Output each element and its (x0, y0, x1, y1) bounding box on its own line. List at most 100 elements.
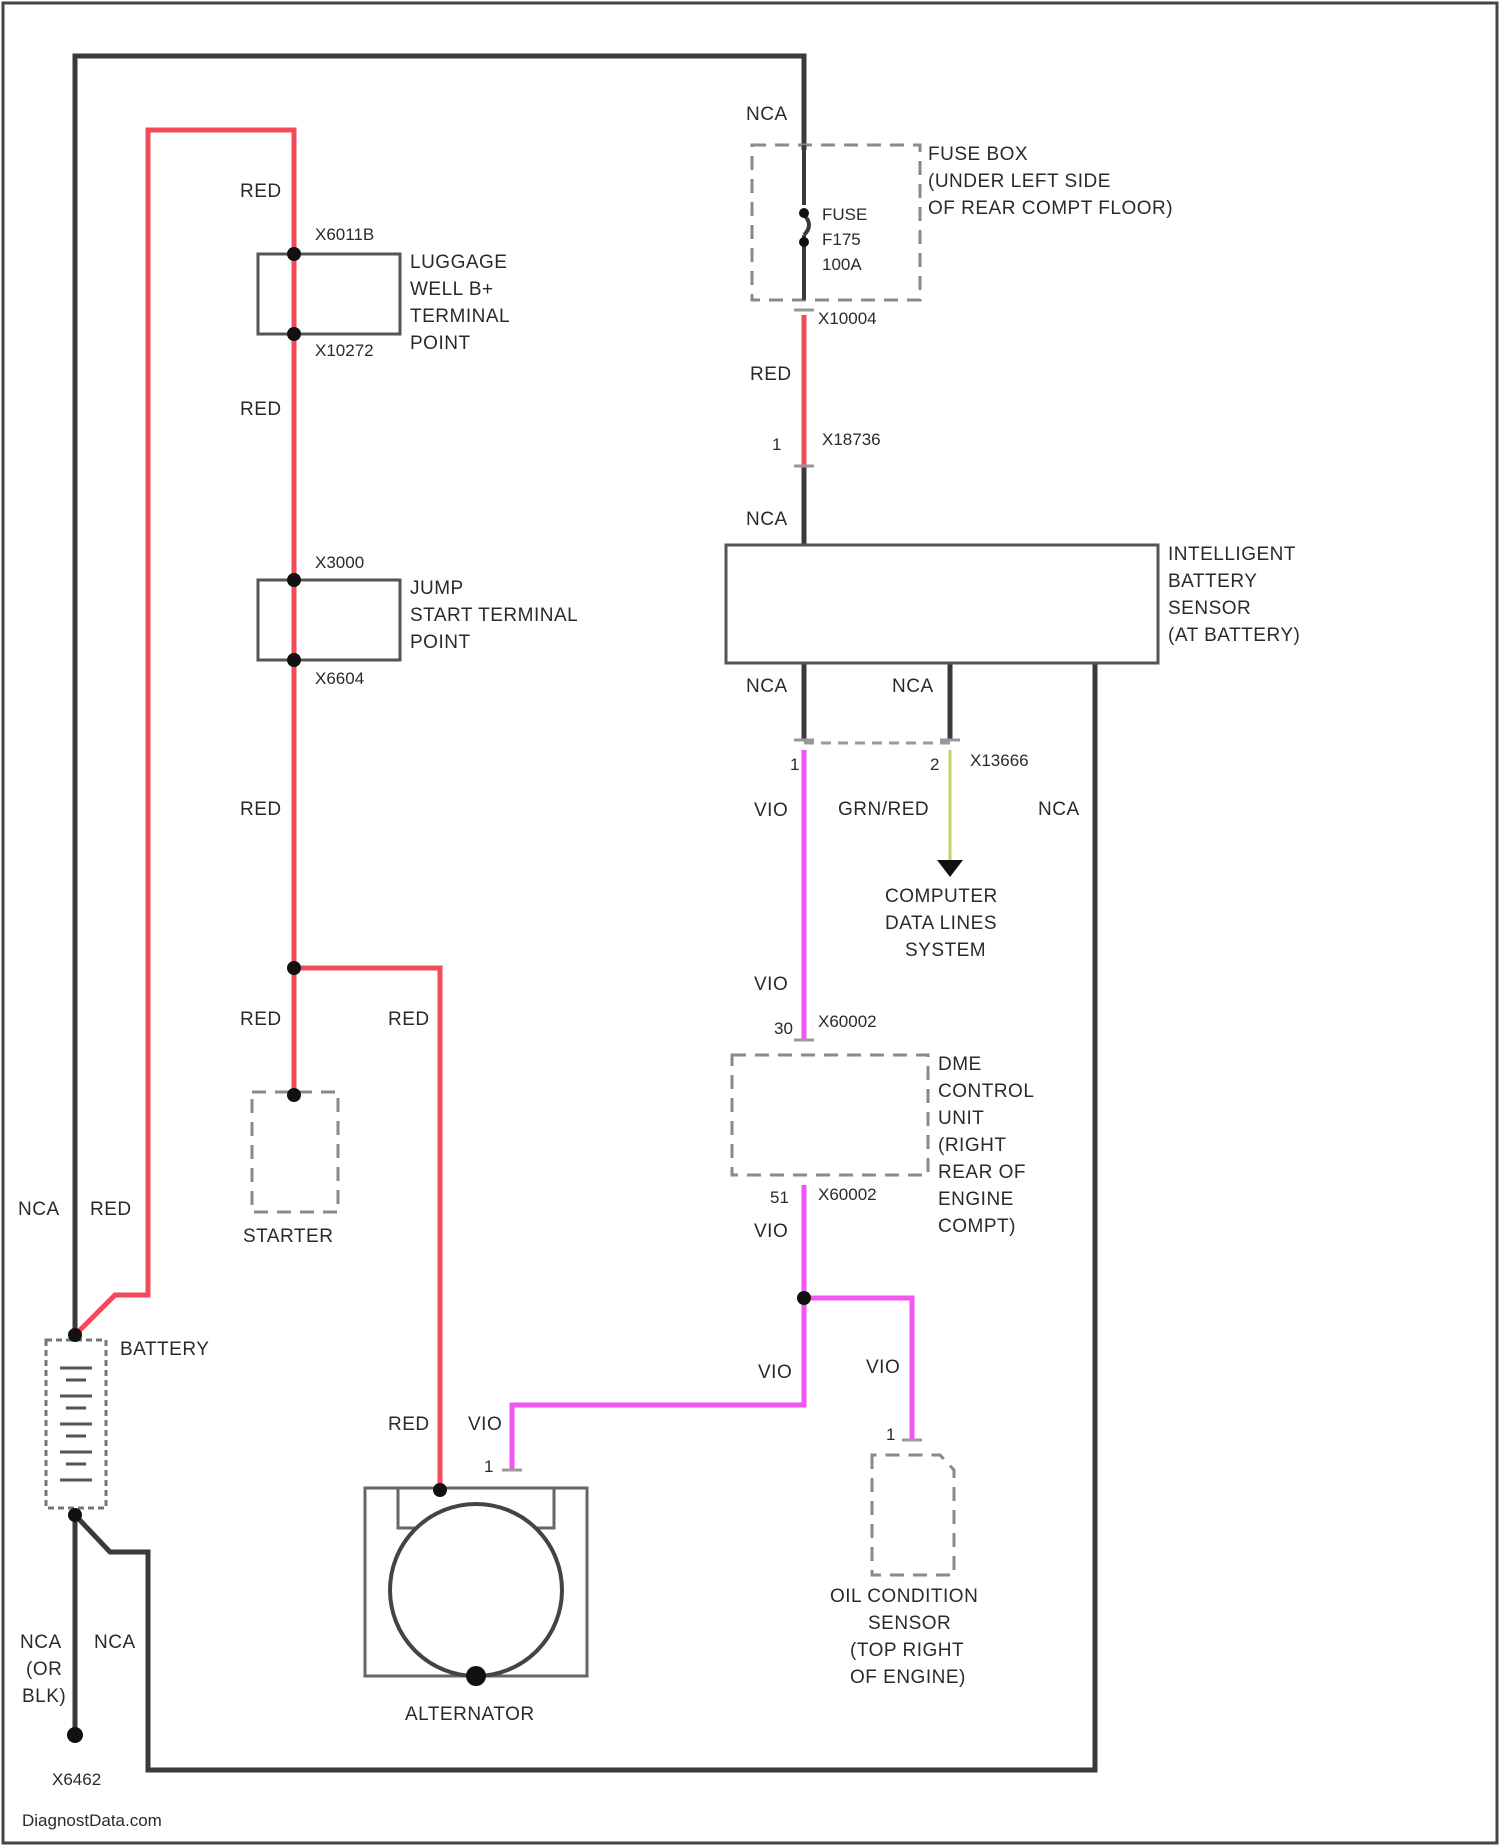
connector-x18736: X18736 (822, 430, 881, 449)
svg-text:UNIT: UNIT (938, 1108, 984, 1129)
svg-text:100A: 100A (822, 255, 862, 274)
svg-text:TERMINAL: TERMINAL (410, 306, 510, 327)
data-line-arrow (937, 860, 963, 877)
dot-alternator-b (433, 1483, 447, 1497)
dot-battery-neg (68, 1508, 82, 1522)
svg-text:SYSTEM: SYSTEM (905, 940, 986, 961)
svg-text:FUSE: FUSE (822, 205, 867, 224)
dot-x3000 (287, 573, 301, 587)
svg-text:LUGGAGE: LUGGAGE (410, 252, 507, 273)
label-grn-red: GRN/RED (838, 799, 929, 820)
intelligent-battery-sensor (726, 545, 1158, 663)
svg-text:OF ENGINE): OF ENGINE) (850, 1667, 966, 1688)
svg-text:FUSE BOX: FUSE BOX (928, 144, 1028, 165)
label-nca-1: NCA (18, 1199, 60, 1220)
svg-text:START TERMINAL: START TERMINAL (410, 605, 578, 626)
svg-text:REAR OF: REAR OF (938, 1162, 1026, 1183)
dot-x10272 (287, 327, 301, 341)
svg-text:POINT: POINT (410, 632, 471, 653)
label-vio-2: VIO (754, 974, 788, 995)
dot-ground-x6462 (67, 1727, 83, 1743)
luggage-well-label: LUGGAGE WELL B+ TERMINAL POINT (410, 252, 510, 354)
svg-text:COMPT): COMPT) (938, 1216, 1016, 1237)
label-or: (OR (26, 1659, 62, 1680)
connector-x6462: X6462 (52, 1770, 101, 1789)
dot-x6011 (287, 247, 301, 261)
dme-control-unit (732, 1055, 928, 1175)
connector-x3000: X3000 (315, 553, 364, 572)
label-red-7: RED (388, 1414, 430, 1435)
label-nca-2: NCA (20, 1632, 62, 1653)
label-vio-6: VIO (468, 1414, 502, 1435)
svg-text:COMPUTER: COMPUTER (885, 886, 998, 907)
connector-x6604: X6604 (315, 669, 364, 688)
svg-text:ENGINE: ENGINE (938, 1189, 1014, 1210)
fuse-box-label: FUSE BOX (UNDER LEFT SIDE OF REAR COMPT … (928, 144, 1173, 219)
jump-start-label: JUMP START TERMINAL POINT (410, 578, 578, 653)
svg-text:WELL B+: WELL B+ (410, 279, 494, 300)
fuse-symbol (804, 145, 809, 300)
oil-sensor-label: OIL CONDITION SENSOR (TOP RIGHT OF ENGIN… (830, 1586, 978, 1688)
svg-text:(TOP RIGHT: (TOP RIGHT (850, 1640, 964, 1661)
starter-box (252, 1092, 338, 1212)
label-nca-5: NCA (746, 509, 788, 530)
label-nca-8: NCA (1038, 799, 1080, 820)
pin-1-oil-sensor: 1 (886, 1425, 895, 1444)
label-red-6: RED (90, 1199, 132, 1220)
svg-text:(UNDER LEFT SIDE: (UNDER LEFT SIDE (928, 171, 1111, 192)
label-red-5: RED (388, 1009, 430, 1030)
dot-starter (287, 1088, 301, 1102)
dot-x6604 (287, 653, 301, 667)
fuse-label: FUSE F175 100A (822, 205, 867, 274)
svg-text:SENSOR: SENSOR (1168, 598, 1251, 619)
label-nca-4: NCA (746, 104, 788, 125)
label-red-3: RED (240, 799, 282, 820)
label-blk: BLK) (22, 1686, 66, 1707)
svg-text:DATA LINES: DATA LINES (885, 913, 997, 934)
svg-text:(RIGHT: (RIGHT (938, 1135, 1006, 1156)
connector-x10004: X10004 (818, 309, 877, 328)
label-red-1: RED (240, 181, 282, 202)
svg-text:CONTROL: CONTROL (938, 1081, 1034, 1102)
dot-battery-pos (68, 1328, 82, 1342)
connector-x6011: X6011B (315, 225, 374, 244)
dot-fuse-bottom (799, 237, 809, 247)
dot-red-splice (287, 961, 301, 975)
pin-51: 51 (770, 1188, 789, 1207)
label-nca-7: NCA (892, 676, 934, 697)
svg-text:BATTERY: BATTERY (1168, 571, 1257, 592)
dot-violet-splice (797, 1291, 811, 1305)
connector-x60002-bot: X60002 (818, 1185, 877, 1204)
label-vio-4: VIO (758, 1362, 792, 1383)
ibs-label: INTELLIGENT BATTERY SENSOR (AT BATTERY) (1168, 544, 1300, 646)
label-vio-5: VIO (866, 1357, 900, 1378)
connector-x60002-top: X60002 (818, 1012, 877, 1031)
connector-x13666: X13666 (970, 751, 1029, 770)
pin-1-x18736: 1 (772, 435, 781, 454)
svg-text:(AT BATTERY): (AT BATTERY) (1168, 625, 1300, 646)
luggage-well-terminal (258, 254, 400, 334)
oil-condition-sensor (872, 1455, 954, 1575)
svg-text:JUMP: JUMP (410, 578, 464, 599)
starter-label: STARTER (243, 1226, 333, 1247)
label-red-4: RED (240, 1009, 282, 1030)
label-vio-1: VIO (754, 800, 788, 821)
svg-text:F175: F175 (822, 230, 861, 249)
connector-x10272: X10272 (315, 341, 374, 360)
label-nca-6: NCA (746, 676, 788, 697)
svg-text:SENSOR: SENSOR (868, 1613, 951, 1634)
dot-fuse-top (799, 208, 809, 218)
svg-text:INTELLIGENT: INTELLIGENT (1168, 544, 1296, 565)
dme-label: DME CONTROL UNIT (RIGHT REAR OF ENGINE C… (938, 1054, 1034, 1237)
label-vio-3: VIO (754, 1221, 788, 1242)
pin-1-x13666: 1 (790, 755, 799, 774)
dot-alternator-ground (466, 1666, 486, 1686)
svg-text:OIL CONDITION: OIL CONDITION (830, 1586, 978, 1607)
watermark: DiagnostData.com (22, 1811, 162, 1830)
label-red-8: RED (750, 364, 792, 385)
label-red-2: RED (240, 399, 282, 420)
svg-text:OF REAR COMPT FLOOR): OF REAR COMPT FLOOR) (928, 198, 1173, 219)
alternator-symbol (390, 1504, 562, 1676)
